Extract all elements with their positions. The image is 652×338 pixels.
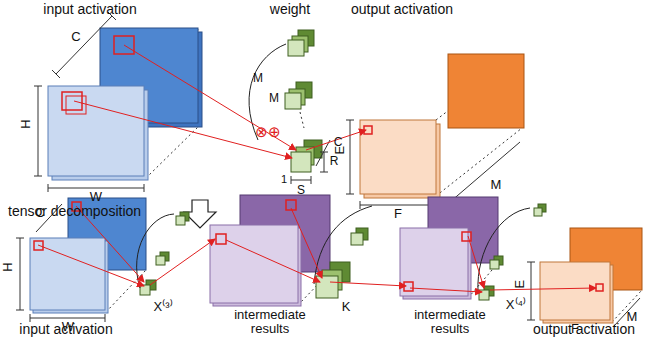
label-text: E — [333, 146, 347, 155]
label-text: X⁽³⁾ — [154, 300, 173, 314]
label-text: M — [269, 92, 279, 105]
label-text: K — [342, 300, 351, 314]
label-text: W — [90, 190, 102, 204]
label-text: M — [491, 178, 502, 192]
label-text: ⊗⊕ — [255, 124, 281, 141]
label-text: intermediate results — [225, 308, 315, 337]
label-text: output activation — [533, 322, 635, 337]
label-text: tensor decomposition — [8, 204, 141, 219]
label-text: 1 — [281, 173, 287, 185]
label-text: S — [297, 184, 305, 197]
label-text: H — [1, 262, 15, 271]
label-text: C — [35, 206, 44, 220]
label-text: X⁽⁴⁾ — [506, 298, 526, 312]
label-text: weight — [270, 2, 310, 17]
label-text: R — [330, 155, 339, 168]
label-text: output activation — [351, 2, 453, 17]
label-text: C — [71, 30, 80, 44]
label-text: intermediate results — [405, 308, 495, 337]
label-text: input activation — [43, 2, 136, 17]
label-text: M — [253, 72, 263, 85]
label-text: H — [19, 119, 33, 128]
label-text: F — [394, 207, 402, 221]
label-text: input activation — [19, 322, 112, 337]
label-text: E — [513, 280, 527, 289]
